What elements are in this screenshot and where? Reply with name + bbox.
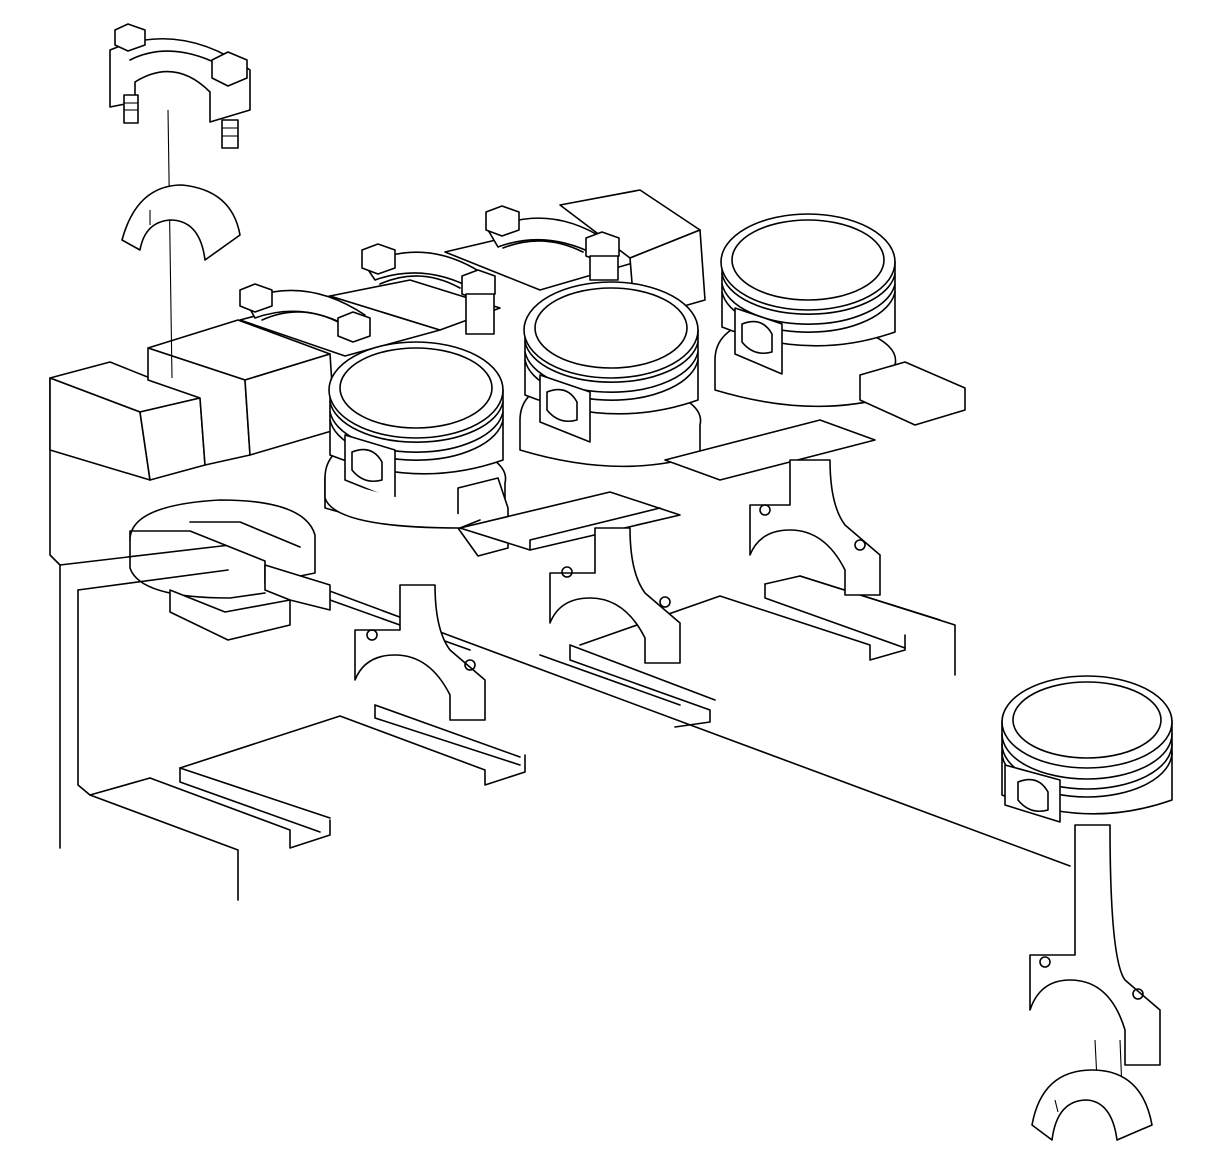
piston-removed [1001,675,1173,823]
connecting-rod [1029,824,1161,1091]
piston-2 [459,281,702,551]
upper-bearing-shell [121,184,241,261]
piston-3 [664,213,966,481]
piston-1 [324,341,509,557]
thrust-plate [129,499,331,641]
main-bearing-cap [109,23,251,379]
installed-bearing-caps [239,205,620,343]
lower-bearing-shell [1031,1069,1153,1141]
connecting-rod [354,584,486,721]
cap-bolt [239,283,371,343]
connecting-rods [354,459,881,721]
connecting-rod [749,459,881,596]
main-bearing-blocks [49,189,706,481]
connecting-rod [549,527,681,664]
